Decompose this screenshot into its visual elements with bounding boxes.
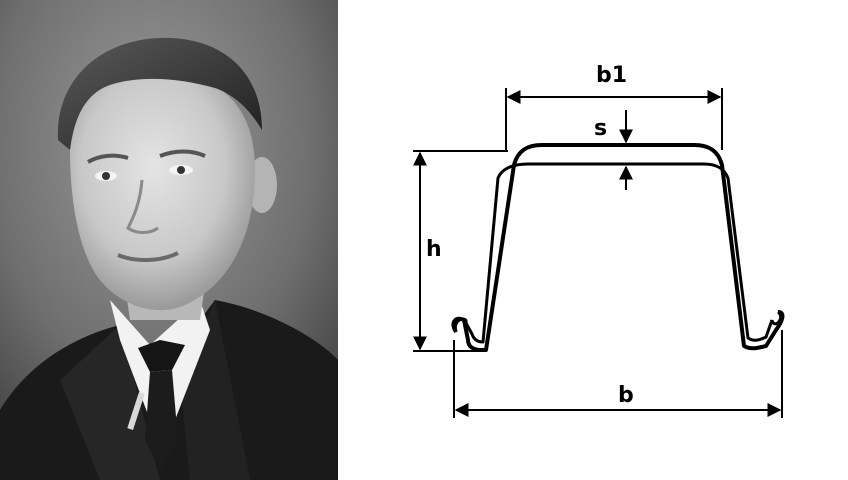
h-label: h	[426, 237, 442, 262]
profile-outer-edge	[451, 143, 785, 352]
profile-cross-section-diagram: b1 s h b	[338, 0, 848, 480]
profile-inner-edge	[464, 162, 774, 344]
s-label: s	[594, 116, 607, 141]
profile-drawing: b1 s h b	[413, 63, 785, 418]
portrait-photo	[0, 0, 338, 480]
b1-label: b1	[596, 63, 627, 88]
portrait-image	[0, 0, 338, 480]
b-label: b	[618, 383, 634, 408]
